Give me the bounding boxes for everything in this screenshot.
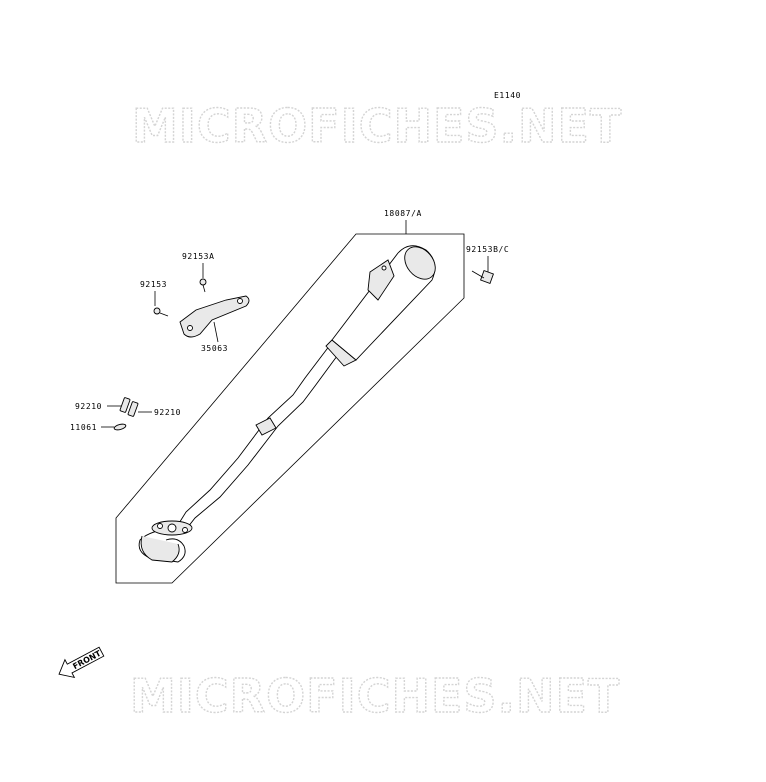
bracket-part[interactable] [179,295,250,338]
label-clip-left[interactable]: 92210 [75,402,102,411]
clip-right-part[interactable] [127,401,139,417]
muffler-assembly[interactable] [138,241,441,563]
bolt-part[interactable] [153,307,169,317]
label-muffler[interactable]: 18087/A [384,209,422,218]
label-bolt-a[interactable]: 92153A [182,252,215,261]
leader-bracket [213,321,219,343]
diagram-code: E1140 [494,91,521,100]
label-bracket[interactable]: 35063 [201,344,228,353]
watermark-top: MICROFICHES.NET [132,99,622,153]
bolt-right-part[interactable] [471,270,494,284]
watermark-bottom: MICROFICHES.NET [130,669,620,723]
label-gasket[interactable]: 11061 [70,423,97,432]
label-bolt[interactable]: 92153 [140,280,167,289]
bolt-a-part[interactable] [199,278,207,293]
gasket-part[interactable] [113,423,127,431]
front-label: FRONT [71,649,103,672]
clip-left-part[interactable] [119,397,131,413]
label-clip-right[interactable]: 92210 [154,408,181,417]
label-bolt-right[interactable]: 92153B/C [466,245,509,254]
front-arrow-icon: FRONT [58,646,105,679]
assembly-outline [115,233,465,584]
